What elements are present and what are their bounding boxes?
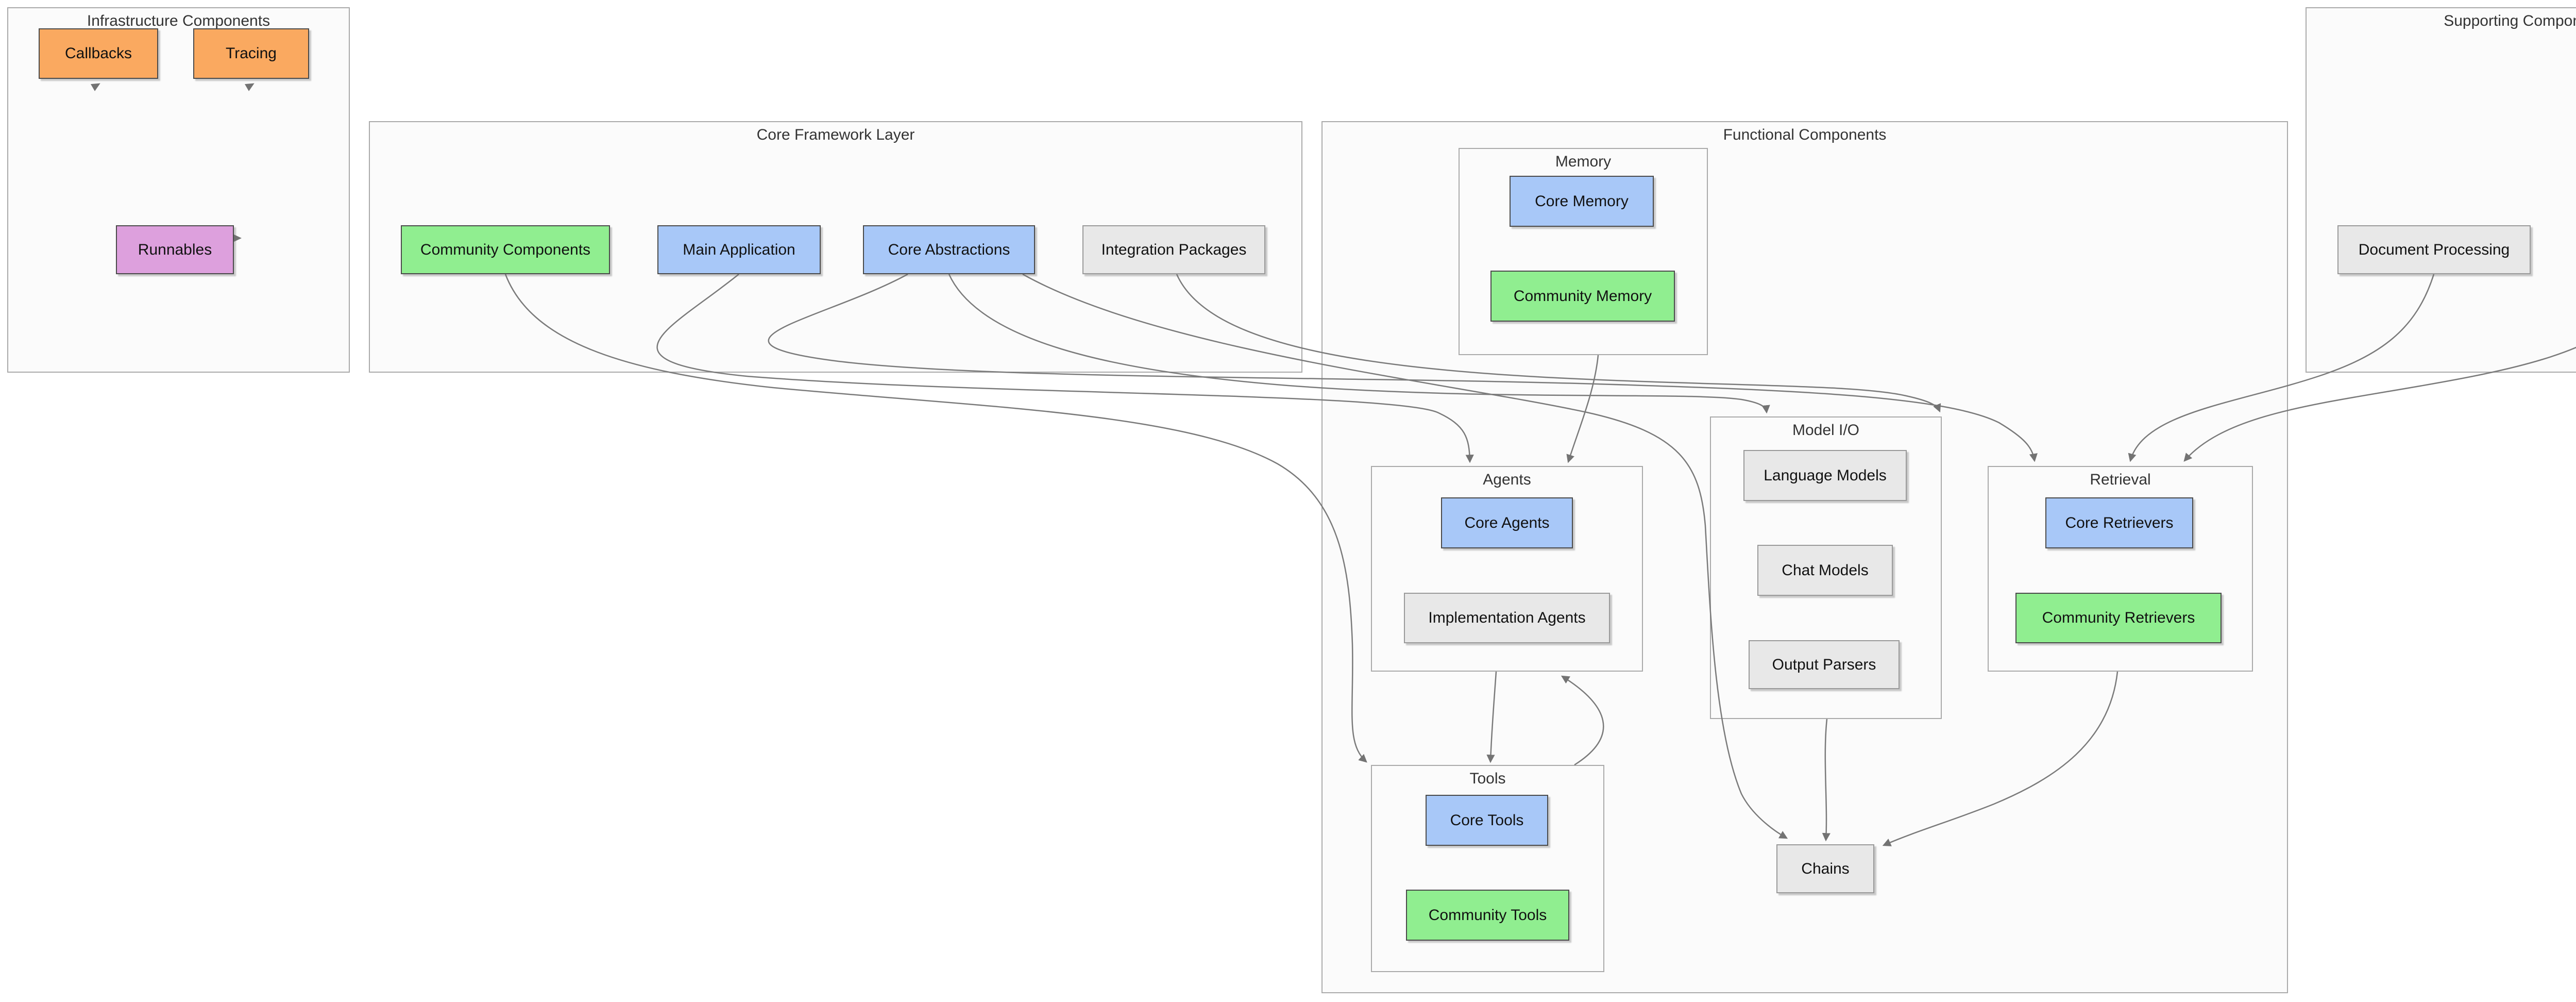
- node-chat-models: Chat Models: [1757, 545, 1893, 596]
- node-core-memory: Core Memory: [1510, 176, 1654, 227]
- node-community-tools: Community Tools: [1406, 890, 1569, 941]
- node-label-integration-packages: Integration Packages: [1101, 241, 1247, 258]
- node-tracing: Tracing: [193, 28, 309, 79]
- node-label-runnables: Runnables: [138, 241, 212, 258]
- edge-integration-packages-to-model-io: [1176, 274, 1941, 413]
- cluster-supporting: Supporting Components: [2306, 7, 2576, 373]
- node-label-core-agents: Core Agents: [1464, 514, 1550, 531]
- node-language-models: Language Models: [1743, 450, 1907, 501]
- cluster-label-supporting: Supporting Components: [2444, 12, 2576, 29]
- node-label-main-application: Main Application: [683, 241, 795, 258]
- node-label-implementation-agents: Implementation Agents: [1428, 609, 1586, 626]
- node-label-chains: Chains: [1801, 860, 1850, 877]
- cluster-label-core-framework: Core Framework Layer: [756, 126, 915, 143]
- node-label-document-processing: Document Processing: [2358, 241, 2510, 258]
- node-label-community-memory: Community Memory: [1513, 287, 1652, 305]
- cluster-label-agents: Agents: [1483, 471, 1531, 488]
- node-integration-packages: Integration Packages: [1082, 225, 1265, 274]
- edge-agents-to-tools: [1486, 671, 1497, 763]
- edge-core-abstractions-to-model-io: [948, 274, 1770, 414]
- node-core-retrievers: Core Retrievers: [2045, 497, 2193, 548]
- edge-retrieval-to-chains: [1882, 671, 2119, 846]
- node-label-chat-models: Chat Models: [1782, 561, 1869, 579]
- node-label-output-parsers: Output Parsers: [1772, 656, 1876, 673]
- edge-main-application-to-agents: [656, 274, 1474, 463]
- cluster-label-memory: Memory: [1555, 153, 1612, 170]
- node-label-core-abstractions: Core Abstractions: [888, 241, 1010, 258]
- edge-vector-stores-to-retrieval: [2183, 346, 2576, 462]
- edge-document-processing-to-retrieval: [2128, 274, 2435, 462]
- node-core-agents: Core Agents: [1441, 497, 1573, 548]
- node-callbacks: Callbacks: [39, 28, 158, 79]
- node-label-callbacks: Callbacks: [64, 45, 132, 62]
- edge-model-io-to-chains: [1822, 719, 1831, 842]
- cluster-label-retrieval: Retrieval: [2090, 471, 2151, 488]
- floating-arrowhead-callbacks-bottom: [91, 83, 100, 91]
- floating-arrowhead-runnables-right: [233, 234, 242, 242]
- node-label-community-retrievers: Community Retrievers: [2042, 609, 2195, 626]
- node-label-tracing: Tracing: [226, 45, 277, 62]
- node-community-retrievers: Community Retrievers: [2015, 593, 2222, 643]
- cluster-label-functional: Functional Components: [1723, 126, 1887, 143]
- node-label-language-models: Language Models: [1764, 466, 1887, 484]
- node-core-abstractions: Core Abstractions: [863, 225, 1035, 274]
- node-chains: Chains: [1776, 844, 1874, 893]
- edge-core-abstractions-to-chains: [1022, 273, 1788, 839]
- node-output-parsers: Output Parsers: [1749, 640, 1900, 689]
- node-label-community-components: Community Components: [420, 241, 591, 258]
- edge-tools-to-agents: [1561, 675, 1604, 766]
- node-label-core-retrievers: Core Retrievers: [2065, 514, 2174, 531]
- cluster-label-model-io: Model I/O: [1792, 422, 1860, 439]
- node-core-tools: Core Tools: [1426, 795, 1548, 846]
- node-label-core-memory: Core Memory: [1535, 192, 1629, 210]
- node-runnables: Runnables: [116, 225, 234, 274]
- node-implementation-agents: Implementation Agents: [1404, 593, 1610, 643]
- node-label-community-tools: Community Tools: [1428, 906, 1547, 924]
- node-main-application: Main Application: [657, 225, 821, 274]
- node-label-core-tools: Core Tools: [1450, 811, 1524, 829]
- node-document-processing: Document Processing: [2337, 225, 2531, 274]
- floating-arrowhead-tracing-bottom: [245, 83, 255, 91]
- cluster-label-infrastructure: Infrastructure Components: [87, 12, 270, 29]
- node-community-memory: Community Memory: [1490, 271, 1675, 322]
- cluster-label-tools: Tools: [1469, 770, 1506, 787]
- edge-community-components-to-tools: [504, 274, 1367, 763]
- node-community-components: Community Components: [401, 225, 610, 274]
- edge-core-abstractions-to-retrieval: [768, 273, 2038, 462]
- edge-memory-to-agents: [1566, 355, 1599, 463]
